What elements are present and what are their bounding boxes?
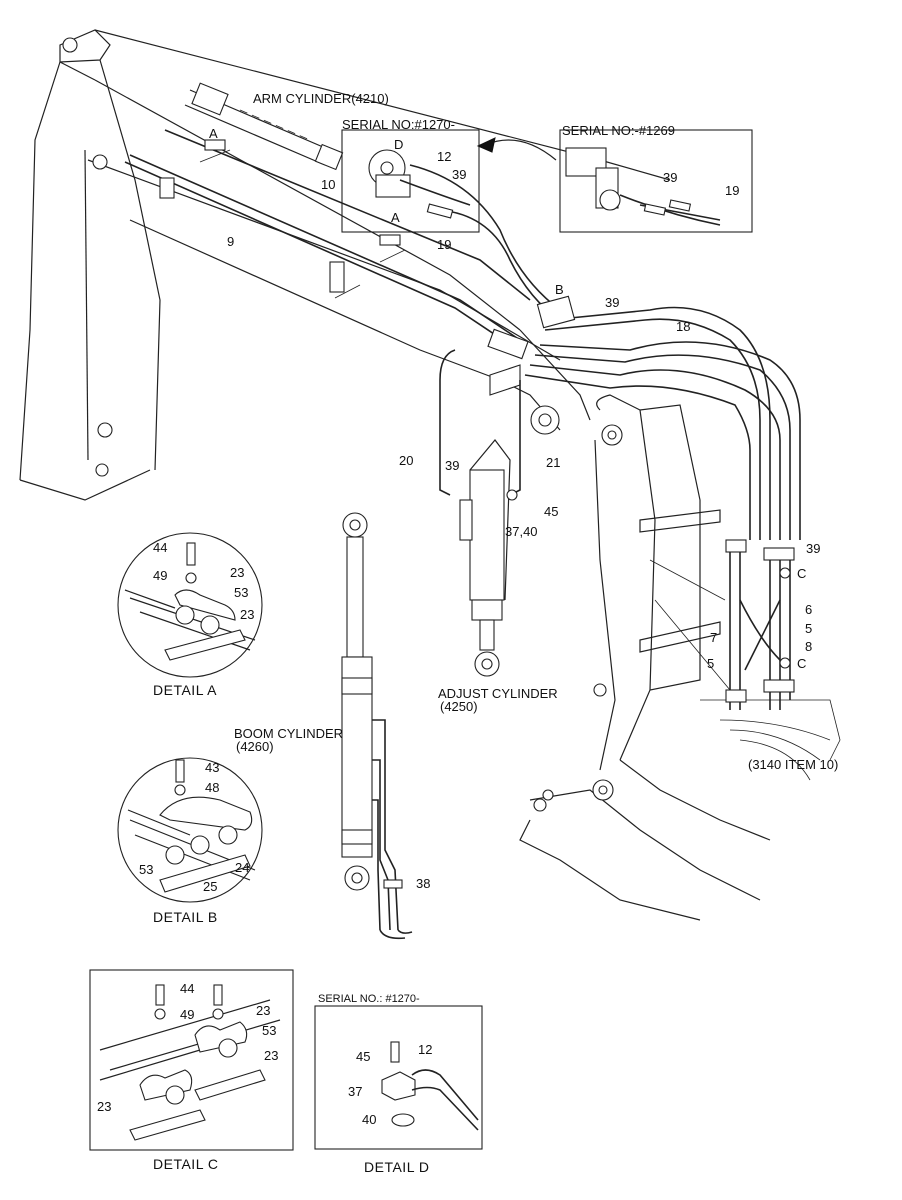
detail-b-callout-24: 24: [235, 860, 250, 875]
arm-cylinder-label: ARM CYLINDER(4210): [253, 91, 389, 106]
detail-b-callout-48: 48: [205, 780, 220, 795]
callout-c-2: C: [797, 656, 807, 671]
detail-c-callout-23-left: 23: [97, 1099, 112, 1114]
reference-item-label: (3140 ITEM 10): [748, 757, 839, 772]
arrow-indicator: [484, 139, 557, 161]
adjust-cylinder-code: (4250): [440, 699, 478, 714]
callout-45: 45: [544, 504, 559, 519]
callout-10: 10: [321, 177, 336, 192]
detail-c-title: DETAIL C: [153, 1156, 219, 1172]
adjust-cylinder: [439, 349, 521, 677]
inset-serial-1269: [559, 129, 753, 233]
callout-8: 8: [805, 639, 813, 654]
detail-d-title: DETAIL D: [364, 1159, 430, 1175]
callout-19: 19: [437, 237, 452, 252]
callout-c-1: C: [797, 566, 807, 581]
detail-b-drawing: [117, 757, 263, 903]
detail-a-callout-49: 49: [153, 568, 168, 583]
callout-a-2: A: [391, 210, 400, 225]
detail-a-callout-23-bottom: 23: [240, 607, 255, 622]
callout-5-right: 5: [805, 621, 813, 636]
callout-12: 12: [437, 149, 452, 164]
detail-b-callout-43: 43: [205, 760, 220, 775]
detail-c-callout-23-top: 23: [256, 1003, 271, 1018]
callout-39-inset: 39: [452, 167, 467, 182]
boom-cylinder-label: BOOM CYLINDER: [234, 726, 344, 741]
callout-38: 38: [416, 876, 431, 891]
detail-d-drawing: [314, 1005, 483, 1150]
detail-a-title: DETAIL A: [153, 682, 217, 698]
detail-d-callout-45: 45: [356, 1049, 371, 1064]
detail-c-drawing: [89, 969, 294, 1151]
detail-c-callout-44: 44: [180, 981, 195, 996]
callout-a-1: A: [209, 126, 218, 141]
callout-39-arm: 39: [806, 541, 821, 556]
serial-before-label: SERIAL NO:-#1269: [562, 123, 675, 138]
detail-d-callout-37: 37: [348, 1084, 363, 1099]
adjust-cylinder-label: ADJUST CYLINDER: [438, 686, 558, 701]
detail-b-title: DETAIL B: [153, 909, 218, 925]
arrow-head: [476, 137, 496, 153]
callout-18: 18: [676, 319, 691, 334]
detail-c-callout-53: 53: [262, 1023, 277, 1038]
detail-d-callout-40: 40: [362, 1112, 377, 1127]
arm-structure: [519, 394, 841, 921]
boom-cylinder-code: (4260): [236, 739, 274, 754]
callout-20: 20: [399, 453, 414, 468]
callout-39-b: 39: [605, 295, 620, 310]
detail-a-callout-23-top: 23: [230, 565, 245, 580]
detail-b-callout-25: 25: [203, 879, 218, 894]
callout-39-adjust: 39: [445, 458, 460, 473]
detail-a-callout-44: 44: [153, 540, 168, 555]
arm-hoses: [649, 539, 795, 710]
callout-39-old: 39: [663, 170, 678, 185]
inset-serial-1270: [341, 129, 480, 233]
callout-6: 6: [805, 602, 813, 617]
boom-cylinder: [341, 512, 413, 940]
callout-d: D: [394, 137, 404, 152]
detail-c-callout-49: 49: [180, 1007, 195, 1022]
detail-a-drawing: [117, 532, 263, 678]
callout-b: B: [555, 282, 564, 297]
boom-hoses: [124, 129, 801, 540]
detail-d-callout-12: 12: [418, 1042, 433, 1057]
callout-37-40: 37,40: [505, 524, 538, 539]
serial-detail-d-label: SERIAL NO.: #1270-: [318, 993, 420, 1005]
callout-9: 9: [227, 234, 235, 249]
detail-c-callout-23-right: 23: [264, 1048, 279, 1063]
detail-b-callout-53: 53: [139, 862, 154, 877]
callout-5-left: 5: [707, 656, 715, 671]
callout-19-old: 19: [725, 183, 740, 198]
callout-21: 21: [546, 455, 561, 470]
serial-after-label: SERIAL NO:#1270-: [342, 117, 455, 132]
arm-cylinder: [184, 82, 344, 171]
callout-7: 7: [710, 630, 718, 645]
detail-a-callout-53: 53: [234, 585, 249, 600]
